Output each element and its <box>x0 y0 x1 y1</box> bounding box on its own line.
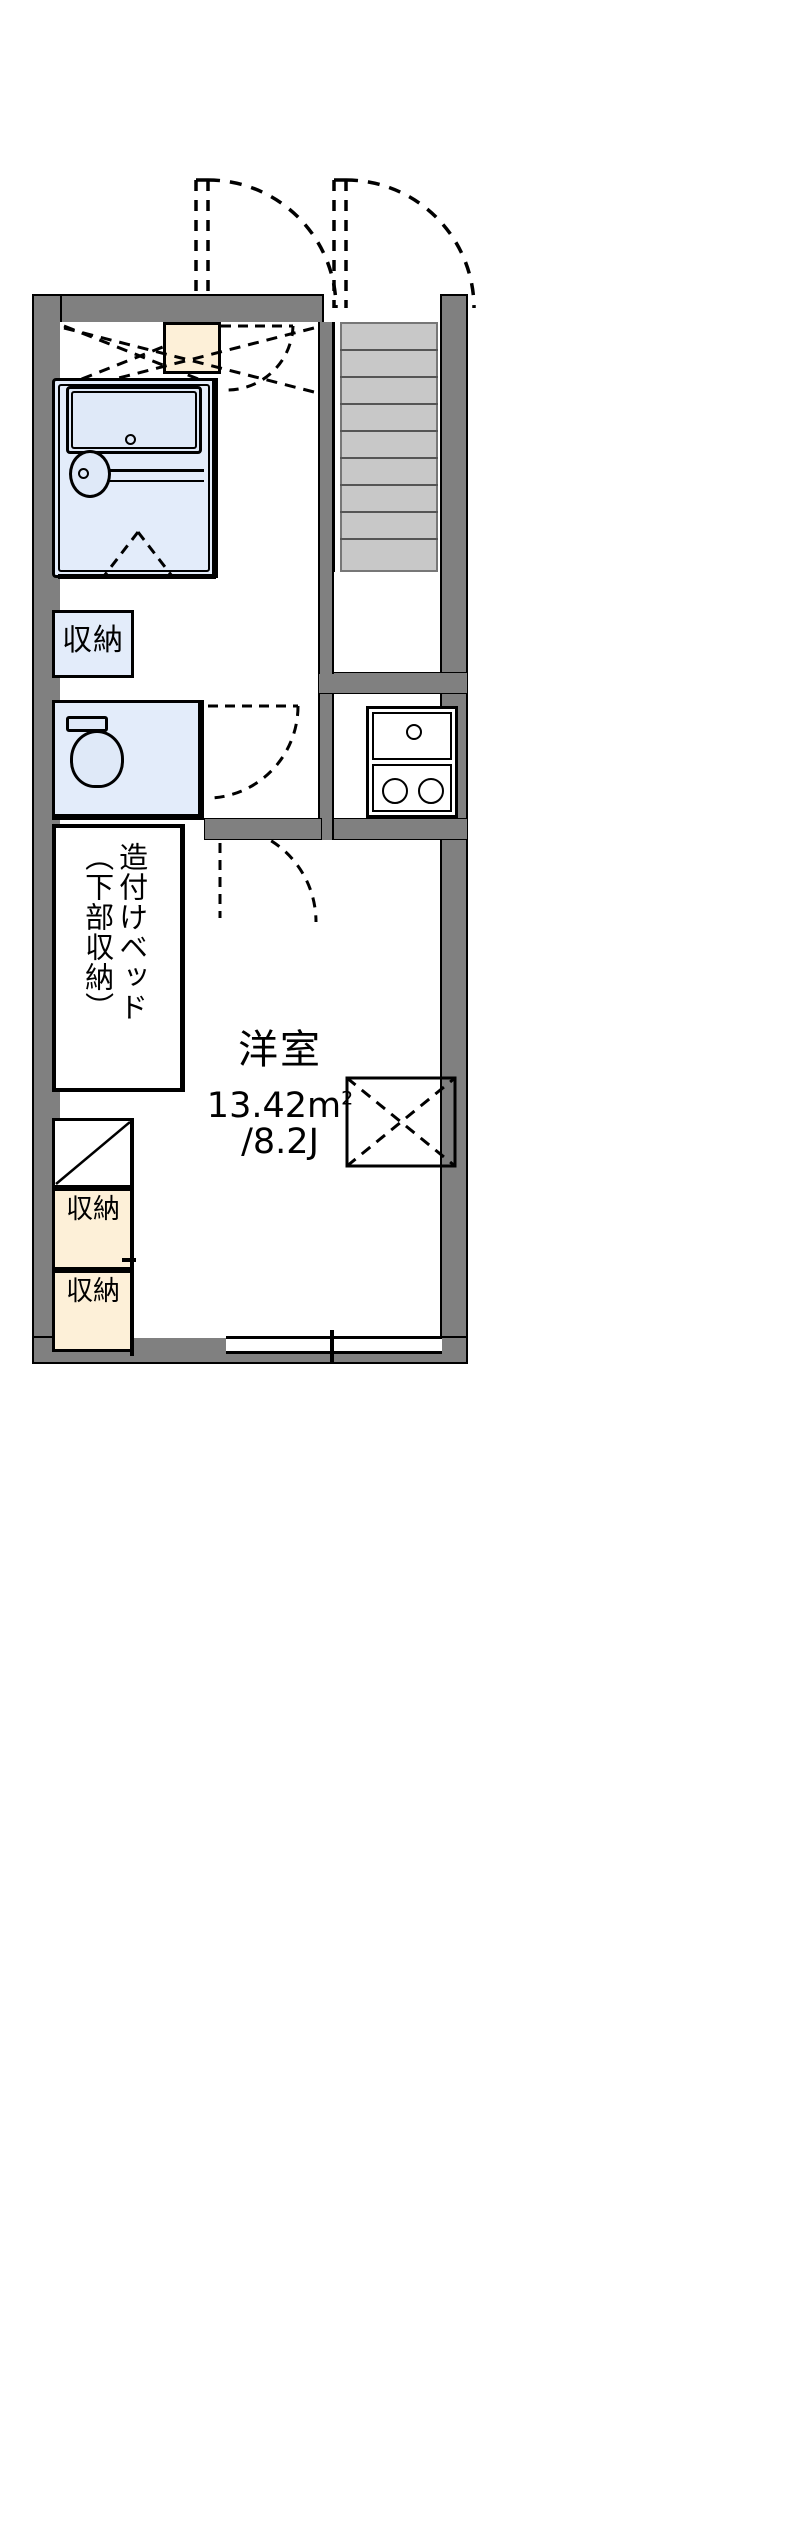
closet-lower-1 <box>52 1188 134 1270</box>
stair-treads <box>340 322 438 572</box>
wall-under-stairs <box>318 672 468 694</box>
toilet-door-swing <box>208 704 300 800</box>
stair-step-line-1 <box>340 349 438 351</box>
main-room-area-value: 13.42m <box>206 1086 342 1126</box>
kitchen-faucet-icon <box>406 724 422 740</box>
toilet-bowl <box>70 730 124 788</box>
closet-lower-1-label: 収納 <box>66 1194 120 1225</box>
closet-upper <box>52 610 134 678</box>
partition-kitchen-left <box>318 694 334 840</box>
stair-step-line-2 <box>340 376 438 378</box>
closet-stack-right-edge <box>130 1118 134 1356</box>
stove-burner-left <box>382 778 408 804</box>
vanity-counter-line-2 <box>108 480 204 482</box>
toilet-tank <box>66 716 108 732</box>
bath-bottom-frame <box>58 574 216 579</box>
entrance-door-swing-right <box>332 178 476 309</box>
stove-burner-right <box>418 778 444 804</box>
bath-door-folding <box>102 531 174 577</box>
closet-lower-2-label: 収納 <box>66 1276 120 1307</box>
stair-step-line-7 <box>340 511 438 513</box>
entry-inner-door-swing <box>221 324 295 392</box>
wall-below-kitchen <box>318 818 468 840</box>
bathtub-drain-icon <box>125 434 136 445</box>
closet-diagonal-line <box>55 1121 131 1185</box>
stair-step-line-3 <box>340 403 438 405</box>
right-window-dashed <box>345 1076 457 1168</box>
bed-label-left-column: （下部収納） <box>80 842 115 1022</box>
closet-lower-2 <box>52 1270 134 1352</box>
main-room-area: 13.42m2 <box>190 1086 370 1126</box>
closet-latch-1 <box>122 1258 136 1262</box>
toilet-right-wall <box>198 700 204 818</box>
bottom-window-mullion <box>330 1330 334 1362</box>
unit-bath-inner-outline <box>58 384 210 572</box>
bed-divider-line <box>180 824 185 1092</box>
stair-step-line-8 <box>340 538 438 540</box>
bath-right-wall <box>212 378 218 578</box>
partition-corridor-right <box>318 322 334 674</box>
stair-step-line-6 <box>340 484 438 486</box>
stair-step-line-4 <box>340 430 438 432</box>
toilet-bottom-wall <box>52 814 204 820</box>
bottom-window <box>226 1336 442 1354</box>
closet-upper-label: 収納 <box>62 623 124 658</box>
main-room-name: 洋室 <box>238 1027 322 1073</box>
exterior-wall-top-left <box>32 294 324 324</box>
washbasin-drain-icon <box>78 468 89 479</box>
main-room-area-jo: /8.2J <box>241 1122 319 1162</box>
entrance-door-swing-left <box>194 178 338 309</box>
washbasin <box>69 450 111 498</box>
wall-corridor-bottom <box>204 818 322 840</box>
built-in-bed <box>52 824 184 1092</box>
entrance-cabinet <box>163 322 221 374</box>
vanity-counter-line <box>108 469 204 472</box>
stair-step-line-5 <box>340 457 438 459</box>
bed-label-right-column: 造付けベッド <box>114 842 149 1022</box>
